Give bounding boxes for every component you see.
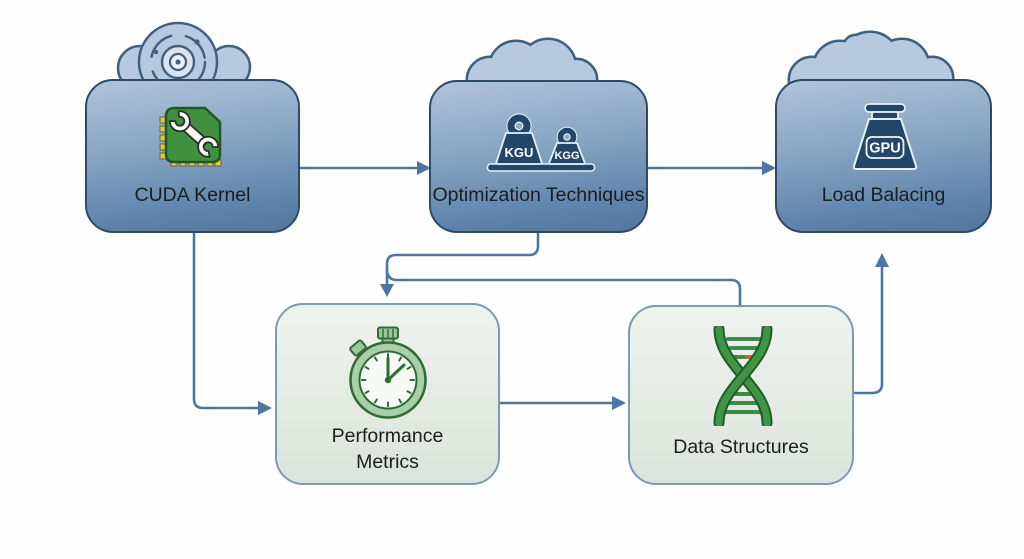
arrowhead bbox=[417, 161, 431, 175]
edge-performance-to-data bbox=[500, 396, 626, 410]
edge-optimization-to-performance bbox=[380, 233, 540, 297]
arrowhead bbox=[380, 284, 394, 297]
node-cuda-kernel: CUDA Kernel bbox=[85, 79, 300, 233]
node-label: CUDA Kernel bbox=[134, 184, 251, 206]
weights-icon: KGU KGG bbox=[486, 113, 596, 172]
node-performance-metrics: Performance Metrics bbox=[275, 303, 500, 485]
weight-label-large: KGU bbox=[505, 145, 534, 160]
arrowhead bbox=[612, 396, 626, 410]
gpu-badge-label: GPU bbox=[869, 141, 900, 157]
stopwatch-icon bbox=[349, 326, 427, 419]
chip-wrench-icon bbox=[159, 106, 222, 167]
weight-label-small: KGG bbox=[554, 150, 579, 162]
dna-icon bbox=[713, 326, 773, 426]
node-label: Load Balacing bbox=[821, 184, 946, 206]
node-load-balacing: GPU Load Balacing bbox=[775, 79, 992, 233]
edge-optimization-to-data bbox=[385, 270, 742, 306]
edge-data-to-load bbox=[854, 253, 889, 395]
node-label: Data Structures bbox=[673, 436, 809, 458]
arrowhead bbox=[258, 401, 272, 415]
node-optimization-techniques: KGU KGG Optimization Techniques bbox=[429, 80, 648, 233]
arrowhead bbox=[875, 253, 889, 267]
arrowhead bbox=[762, 161, 776, 175]
edge-cuda-to-performance bbox=[192, 233, 272, 415]
edge-cuda-to-optimization bbox=[300, 161, 431, 175]
node-data-structures: Data Structures bbox=[628, 305, 854, 485]
node-label: Optimization Techniques bbox=[432, 184, 645, 206]
node-label: Performance Metrics bbox=[331, 425, 444, 473]
gpu-weight-icon: GPU bbox=[852, 103, 918, 170]
edge-optimization-to-load bbox=[648, 161, 776, 175]
